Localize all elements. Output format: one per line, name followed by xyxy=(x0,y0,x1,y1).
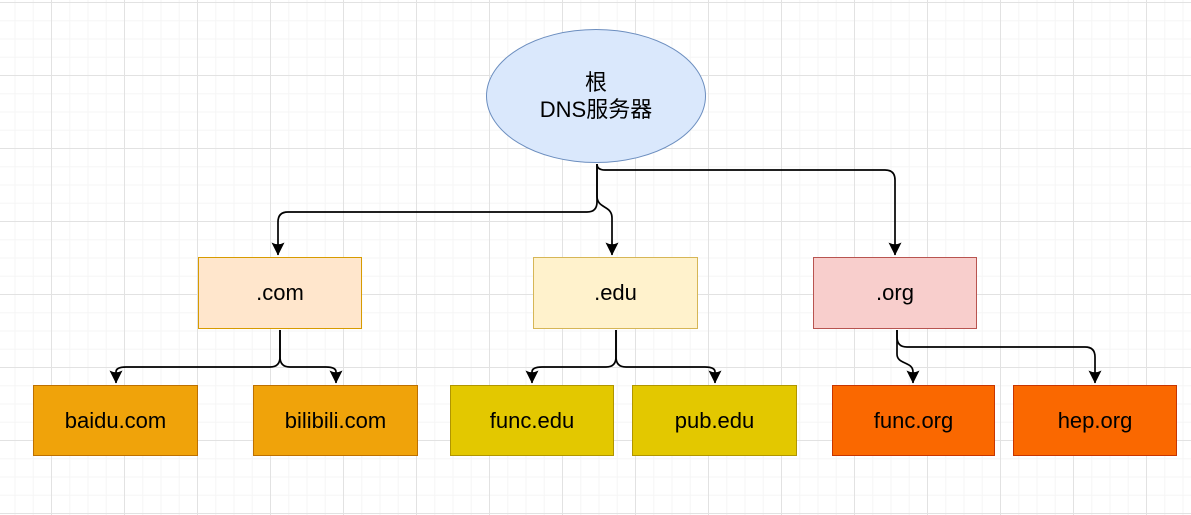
node-org-label: .org xyxy=(876,280,914,306)
node-bilibili-label: bilibili.com xyxy=(284,407,387,433)
edge-com-to-baidu[interactable] xyxy=(109,330,281,384)
node-com-label: .com xyxy=(256,280,304,306)
node-root-dns-server[interactable]: 根 DNS服务器 xyxy=(486,29,706,163)
node-domain-bilibili-com[interactable]: bilibili.com xyxy=(253,385,418,456)
node-func-edu-label: func.edu xyxy=(489,407,575,433)
node-tld-edu[interactable]: .edu xyxy=(533,257,698,329)
edge-edu-to-func-edu[interactable] xyxy=(525,330,617,384)
node-func-org-label: func.org xyxy=(873,407,954,433)
node-tld-org[interactable]: .org xyxy=(813,257,977,329)
node-hep-org-label: hep.org xyxy=(1057,407,1133,433)
node-domain-func-edu[interactable]: func.edu xyxy=(450,385,614,456)
node-edu-label: .edu xyxy=(594,280,637,306)
edge-root-to-edu[interactable] xyxy=(596,164,619,256)
edge-com-to-bilibili[interactable] xyxy=(279,330,343,384)
node-baidu-label: baidu.com xyxy=(64,407,167,433)
node-pub-edu-label: pub.edu xyxy=(674,407,755,433)
edge-edu-to-pub-edu[interactable] xyxy=(615,330,722,384)
edge-org-to-func-org[interactable] xyxy=(896,330,920,384)
node-domain-func-org[interactable]: func.org xyxy=(832,385,995,456)
edge-root-to-com[interactable] xyxy=(271,164,598,256)
edge-org-to-hep-org[interactable] xyxy=(896,330,1102,384)
node-domain-hep-org[interactable]: hep.org xyxy=(1013,385,1177,456)
node-root-label: 根 DNS服务器 xyxy=(539,69,653,123)
node-domain-baidu-com[interactable]: baidu.com xyxy=(33,385,198,456)
node-domain-pub-edu[interactable]: pub.edu xyxy=(632,385,797,456)
edge-root-to-org[interactable] xyxy=(596,163,902,256)
node-tld-com[interactable]: .com xyxy=(198,257,362,329)
